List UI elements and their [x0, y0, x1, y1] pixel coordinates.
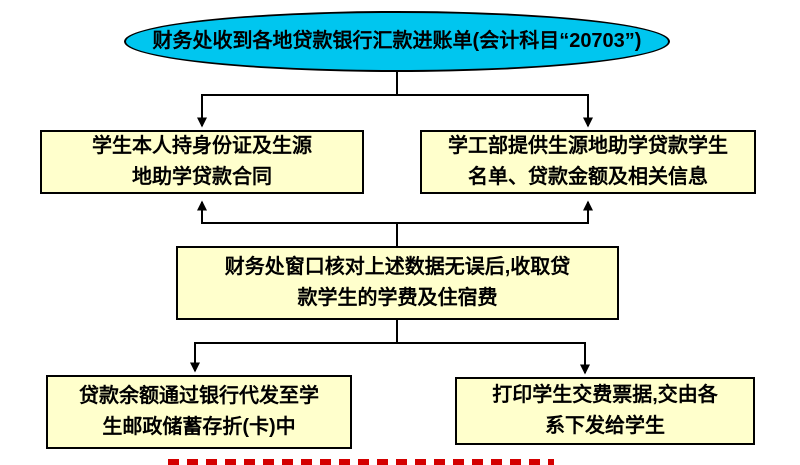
start-node-label: 财务处收到各地贷款银行汇款进账单(会计科目“20703”) [152, 30, 642, 52]
student-id-node: 学生本人持身份证及生源 地助学贷款合同 [40, 130, 364, 194]
student-id-line2: 地助学贷款合同 [132, 166, 272, 188]
finance-verify-node: 财务处窗口核对上述数据无误后,收取贷 款学生的学费及住宿费 [176, 246, 619, 320]
loan-balance-line2: 生邮政储蓄存折(卡)中 [102, 416, 296, 438]
print-receipt-node: 打印学生交费票据,交由各 系下发给学生 [455, 377, 755, 445]
finance-verify-line2: 款学生的学费及住宿费 [297, 287, 498, 309]
finance-verify-line1: 财务处窗口核对上述数据无误后,收取贷 [224, 256, 571, 278]
caption-cutoff-fragment [168, 459, 554, 465]
student-id-line1: 学生本人持身份证及生源 [92, 135, 312, 157]
print-receipt-line1: 打印学生交费票据,交由各 [492, 384, 718, 406]
loan-balance-node: 贷款余额通过银行代发至学 生邮政储蓄存折(卡)中 [46, 375, 352, 449]
student-affairs-node: 学工部提供生源地助学贷款学生 名单、贷款金额及相关信息 [420, 130, 756, 194]
loan-balance-line1: 贷款余额通过银行代发至学 [79, 385, 319, 407]
print-receipt-line2: 系下发给学生 [545, 415, 665, 437]
student-affairs-line1: 学工部提供生源地助学贷款学生 [448, 135, 728, 157]
student-affairs-line2: 名单、贷款金额及相关信息 [468, 166, 708, 188]
start-node: 财务处收到各地贷款银行汇款进账单(会计科目“20703”) [124, 11, 670, 72]
